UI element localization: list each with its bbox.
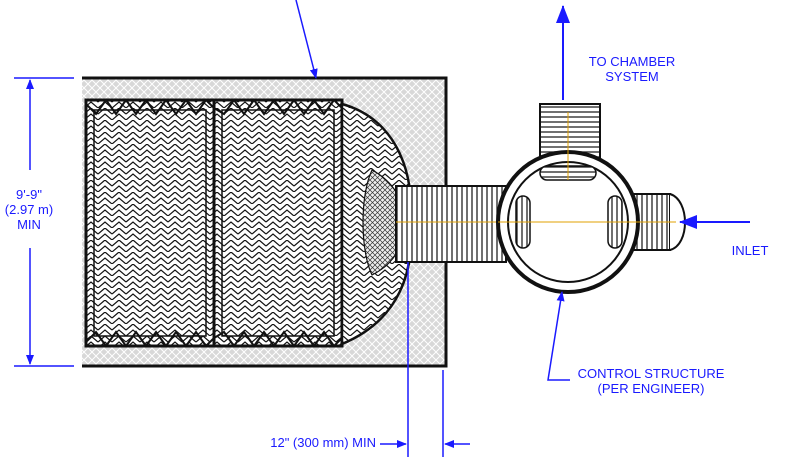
height-dimension-label-line3: MIN xyxy=(17,217,41,232)
min-distance-label: 12" (300 mm) MIN xyxy=(270,435,376,450)
control-structure xyxy=(496,103,686,294)
inlet-label: INLET xyxy=(731,243,769,258)
control-structure-label: CONTROL STRUCTURE (PER ENGINEER) xyxy=(566,366,736,396)
height-dimension-label-line2: (2.97 m) xyxy=(4,202,54,217)
control-structure-leader xyxy=(547,291,570,381)
end-cap xyxy=(340,102,413,346)
chamber-module-2 xyxy=(212,98,344,348)
control-structure-label-line1: CONTROL STRUCTURE xyxy=(577,366,725,381)
min-distance-dimension xyxy=(380,262,470,457)
height-dimension-label-line1: 9'-9" xyxy=(16,187,42,202)
chamber-module-1 xyxy=(84,98,216,348)
control-structure-label-line2: (PER ENGINEER) xyxy=(597,381,705,396)
connection-pipe xyxy=(395,185,507,263)
to-chamber-label-line2: SYSTEM xyxy=(605,69,659,84)
height-dimension-label: 9'-9" (2.97 m) MIN xyxy=(0,187,58,232)
to-chamber-label-line1: TO CHAMBER xyxy=(588,54,676,69)
height-dimension xyxy=(14,77,74,367)
stone-leader xyxy=(295,0,318,79)
to-chamber-label: TO CHAMBER SYSTEM xyxy=(572,54,692,84)
